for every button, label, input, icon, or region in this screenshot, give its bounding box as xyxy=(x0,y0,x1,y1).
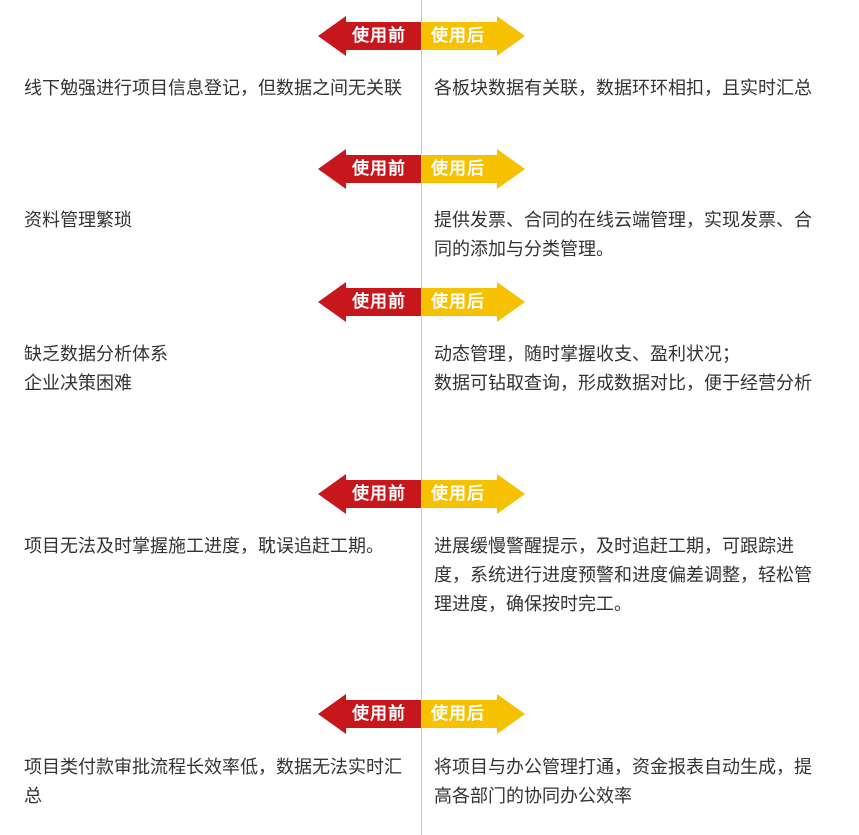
before-after-arrow-icon xyxy=(318,474,525,514)
before-label: 使用前 xyxy=(352,484,406,504)
before-arrow-shape xyxy=(318,16,421,56)
after-label: 使用后 xyxy=(431,26,485,46)
after-text-5: 将项目与办公管理打通，资金报表自动生成，提高各部门的协同办公效率 xyxy=(434,757,812,807)
before-arrow-shape xyxy=(318,694,421,734)
before-label: 使用前 xyxy=(352,292,406,312)
before-text-1: 线下勉强进行项目信息登记，但数据之间无关联 xyxy=(24,78,402,99)
before-text-5: 项目类付款审批流程长效率低，数据无法实时汇总 xyxy=(24,757,402,807)
after-arrow-shape xyxy=(422,694,525,734)
after-label: 使用后 xyxy=(431,704,485,724)
comparison-banner-4: 使用前 使用后 xyxy=(318,474,525,514)
before-arrow-shape xyxy=(318,282,421,322)
after-arrow-shape xyxy=(422,149,525,189)
after-text-4: 进展缓慢警醒提示，及时追赶工期，可跟踪进度，系统进行进度预警和进度偏差调整，轻松… xyxy=(434,536,812,615)
before-text-4: 项目无法及时掌握施工进度，耽误追赶工期。 xyxy=(24,536,384,557)
after-label: 使用后 xyxy=(431,292,485,312)
after-arrow-shape xyxy=(422,16,525,56)
after-text-1: 各板块数据有关联，数据环环相扣，且实时汇总 xyxy=(434,78,812,99)
before-after-arrow-icon xyxy=(318,694,525,734)
before-text-2: 资料管理繁琐 xyxy=(24,210,132,231)
before-text-3: 缺乏数据分析体系 企业决策困难 xyxy=(24,344,168,394)
comparison-banner-5: 使用前 使用后 xyxy=(318,694,525,734)
after-text-2: 提供发票、合同的在线云端管理，实现发票、合同的添加与分类管理。 xyxy=(434,210,812,260)
before-label: 使用前 xyxy=(352,704,406,724)
before-arrow-shape xyxy=(318,474,421,514)
before-label: 使用前 xyxy=(352,26,406,46)
comparison-banner-2: 使用前 使用后 xyxy=(318,149,525,189)
center-divider xyxy=(421,0,422,835)
after-label: 使用后 xyxy=(431,159,485,179)
before-arrow-shape xyxy=(318,149,421,189)
before-label: 使用前 xyxy=(352,159,406,179)
before-after-arrow-icon xyxy=(318,149,525,189)
before-after-arrow-icon xyxy=(318,282,525,322)
after-arrow-shape xyxy=(422,282,525,322)
after-text-3: 动态管理，随时掌握收支、盈利状况； 数据可钻取查询，形成数据对比，便于经营分析 xyxy=(434,344,812,394)
comparison-banner-3: 使用前 使用后 xyxy=(318,282,525,322)
comparison-banner-1: 使用前 使用后 xyxy=(318,16,525,56)
after-arrow-shape xyxy=(422,474,525,514)
before-after-arrow-icon xyxy=(318,16,525,56)
after-label: 使用后 xyxy=(431,484,485,504)
